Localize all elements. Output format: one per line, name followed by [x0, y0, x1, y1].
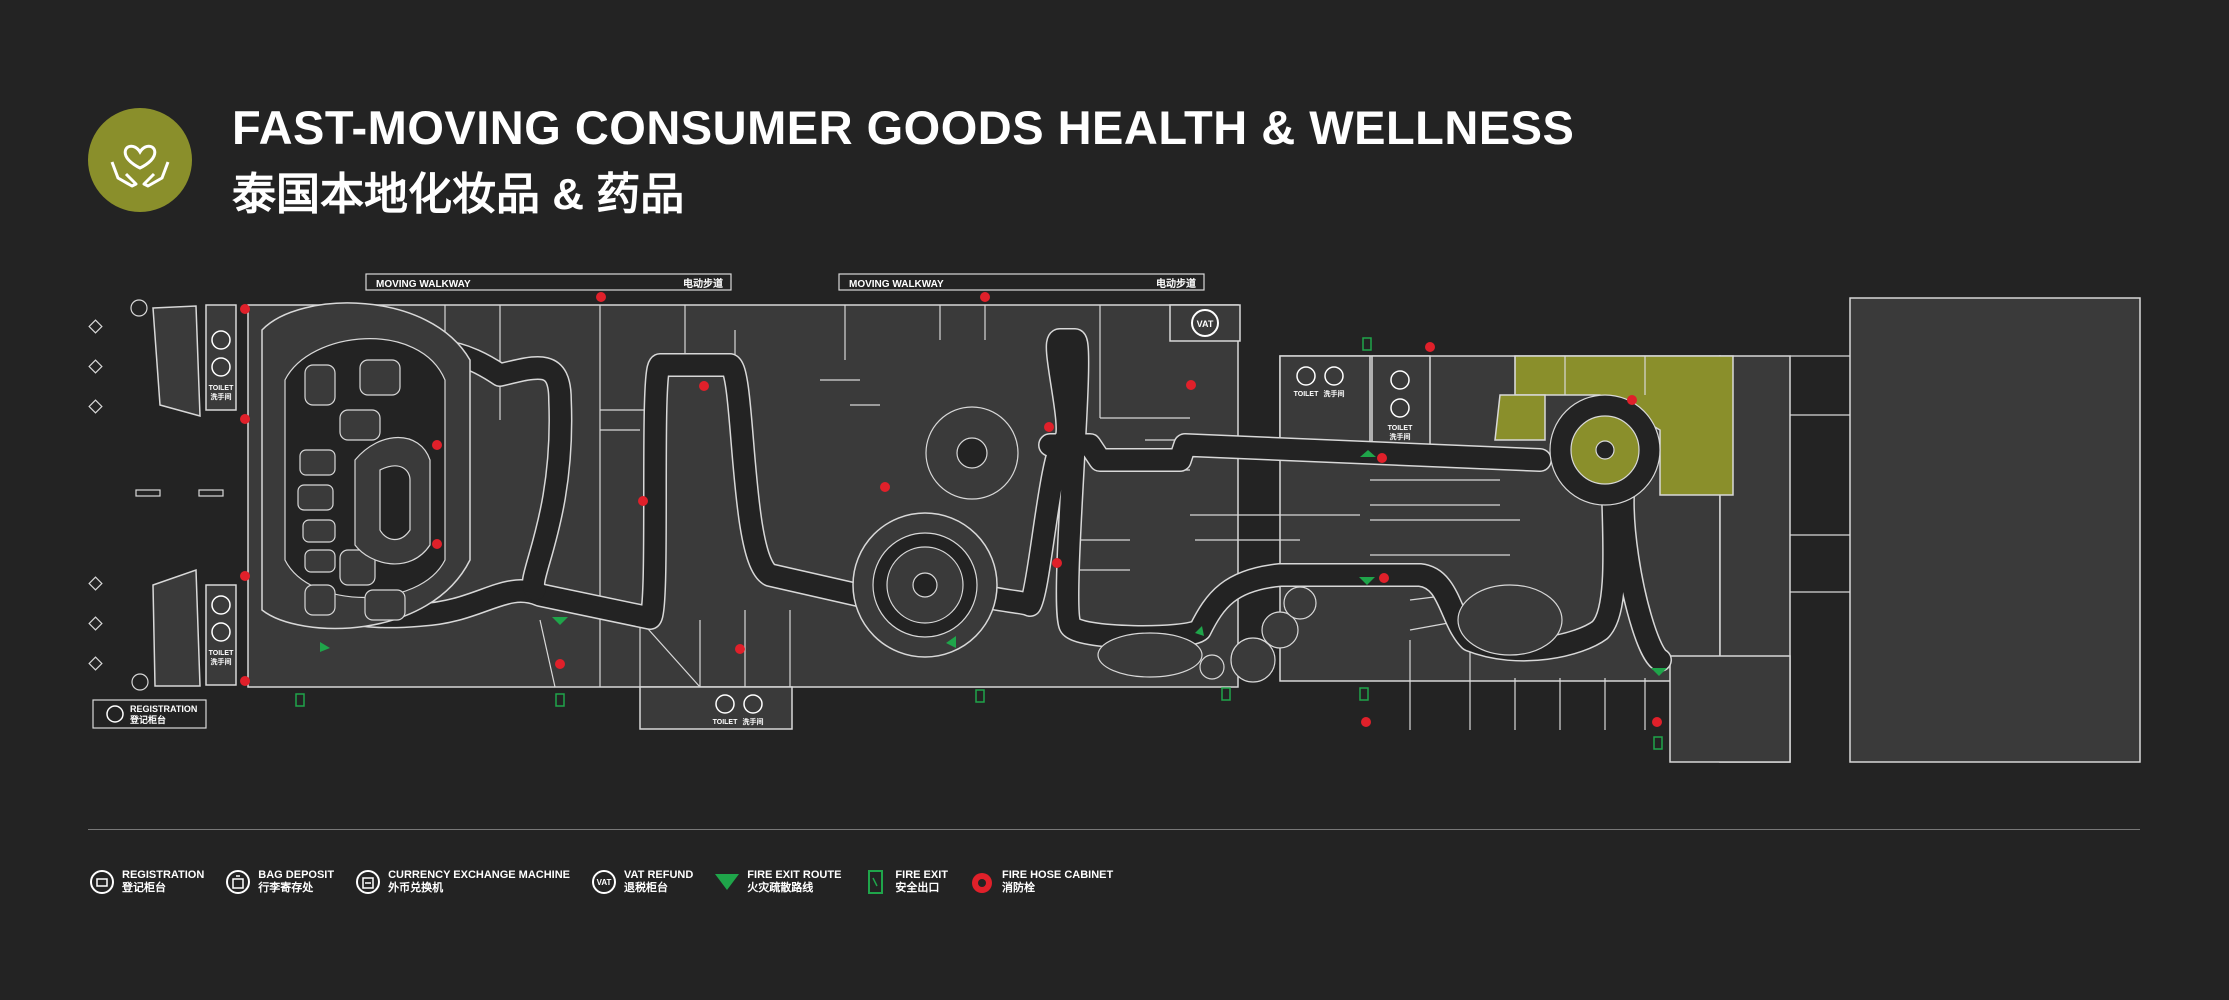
svg-text:TOILET: TOILET [209, 650, 234, 657]
svg-text:洗手间: 洗手间 [1390, 432, 1411, 441]
vat-refund-icon[interactable]: VAT [1191, 309, 1219, 337]
fire-exit-route-icon [320, 450, 1667, 676]
oval-booth-b[interactable] [1457, 584, 1563, 656]
registration-icon [90, 870, 114, 894]
toilet-icon: TOILET 洗手间 [713, 694, 764, 726]
fire-hose-cabinet-icon [971, 873, 992, 893]
left-pavilion[interactable] [261, 302, 471, 630]
toilet-block-bottom [639, 686, 793, 730]
legend-label: FIRE EXIT [895, 869, 948, 881]
legend-label-cn: 火灾疏散路线 [747, 882, 814, 894]
fire-exit-icon [295, 337, 1663, 750]
left-booth-bottom[interactable] [152, 568, 201, 687]
oval-booth-a[interactable] [1097, 632, 1203, 678]
registration-booth[interactable]: REGISTRATION 登记柜台 [92, 699, 207, 729]
page-subtitle: 泰国本地化妆品 & 药品 [232, 170, 685, 219]
legend-label-cn: 消防栓 [1001, 882, 1035, 894]
upper-rotunda[interactable] [925, 406, 1019, 500]
toilet-icon: TOILET 洗手间 [1388, 370, 1413, 441]
moving-walkway-1: MOVING WALKWAY 电动步道 [365, 273, 732, 291]
legend-label: REGISTRATION [122, 869, 205, 881]
legend-label-cn: 登记柜台 [122, 882, 166, 894]
page-title: FAST-MOVING CONSUMER GOODS HEALTH & WELL… [232, 101, 1575, 154]
central-rotunda[interactable] [852, 512, 998, 658]
svg-text:电动步道: 电动步道 [683, 277, 723, 290]
toilet-icon: TOILET 洗手间 [1294, 366, 1345, 398]
toilet-block-left-bottom [205, 584, 237, 686]
svg-text:电动步道: 电动步道 [1156, 277, 1196, 290]
highlight-zone-left [1494, 394, 1546, 441]
legend-label-cn: 外币兑换机 [388, 882, 444, 894]
bag-deposit-icon [226, 870, 251, 894]
toilet-icon: TOILET 洗手间 [209, 595, 234, 666]
fire-exit-route-icon [715, 874, 740, 890]
legend-label: BAG DEPOSIT [258, 869, 335, 881]
moving-walkway-2: MOVING WALKWAY 电动步道 [838, 273, 1205, 291]
legend-label: FIRE EXIT ROUTE [747, 869, 842, 881]
svg-text:TOILET: TOILET [1388, 425, 1413, 432]
svg-text:洗手间: 洗手间 [1324, 389, 1345, 398]
svg-text:TOILET: TOILET [713, 719, 738, 726]
legend-label: CURRENCY EXCHANGE MACHINE [388, 869, 571, 881]
svg-text:REGISTRATION: REGISTRATION [130, 704, 197, 714]
svg-text:TOILET: TOILET [1294, 391, 1319, 398]
svg-text:MOVING WALKWAY: MOVING WALKWAY [376, 279, 471, 290]
left-booth-top[interactable] [152, 305, 201, 417]
legend-label: FIRE HOSE CABINET [1001, 869, 1114, 881]
svg-text:TOILET: TOILET [209, 385, 234, 392]
right-rotunda[interactable] [1549, 394, 1661, 506]
toilet-block-center [1279, 355, 1371, 452]
svg-text:洗手间: 洗手间 [211, 392, 232, 401]
legend-label-cn: 退税柜台 [624, 882, 669, 894]
legend-label-cn: 安全出口 [895, 882, 940, 894]
far-east-hall[interactable] [1849, 297, 2141, 763]
fire-hose-cabinet-icon [240, 292, 1662, 727]
legend-divider [88, 829, 2140, 830]
svg-text:洗手间: 洗手间 [211, 657, 232, 666]
svg-text:洗手间: 洗手间 [743, 717, 764, 726]
legend-label: VAT REFUND [624, 869, 694, 881]
fire-exit-icon [868, 870, 884, 894]
svg-text:登记柜台: 登记柜台 [129, 714, 166, 725]
currency-exchange-icon [356, 870, 381, 894]
heart-hands-icon [88, 108, 192, 212]
svg-text:VAT: VAT [597, 878, 612, 887]
east-block [1669, 655, 1791, 763]
svg-text:MOVING WALKWAY: MOVING WALKWAY [849, 279, 944, 290]
toilet-icon: TOILET 洗手间 [209, 330, 234, 401]
legend-label-cn: 行李寄存处 [258, 882, 314, 894]
svg-text:VAT: VAT [1197, 319, 1214, 329]
vat-refund-icon: VAT [592, 870, 617, 894]
